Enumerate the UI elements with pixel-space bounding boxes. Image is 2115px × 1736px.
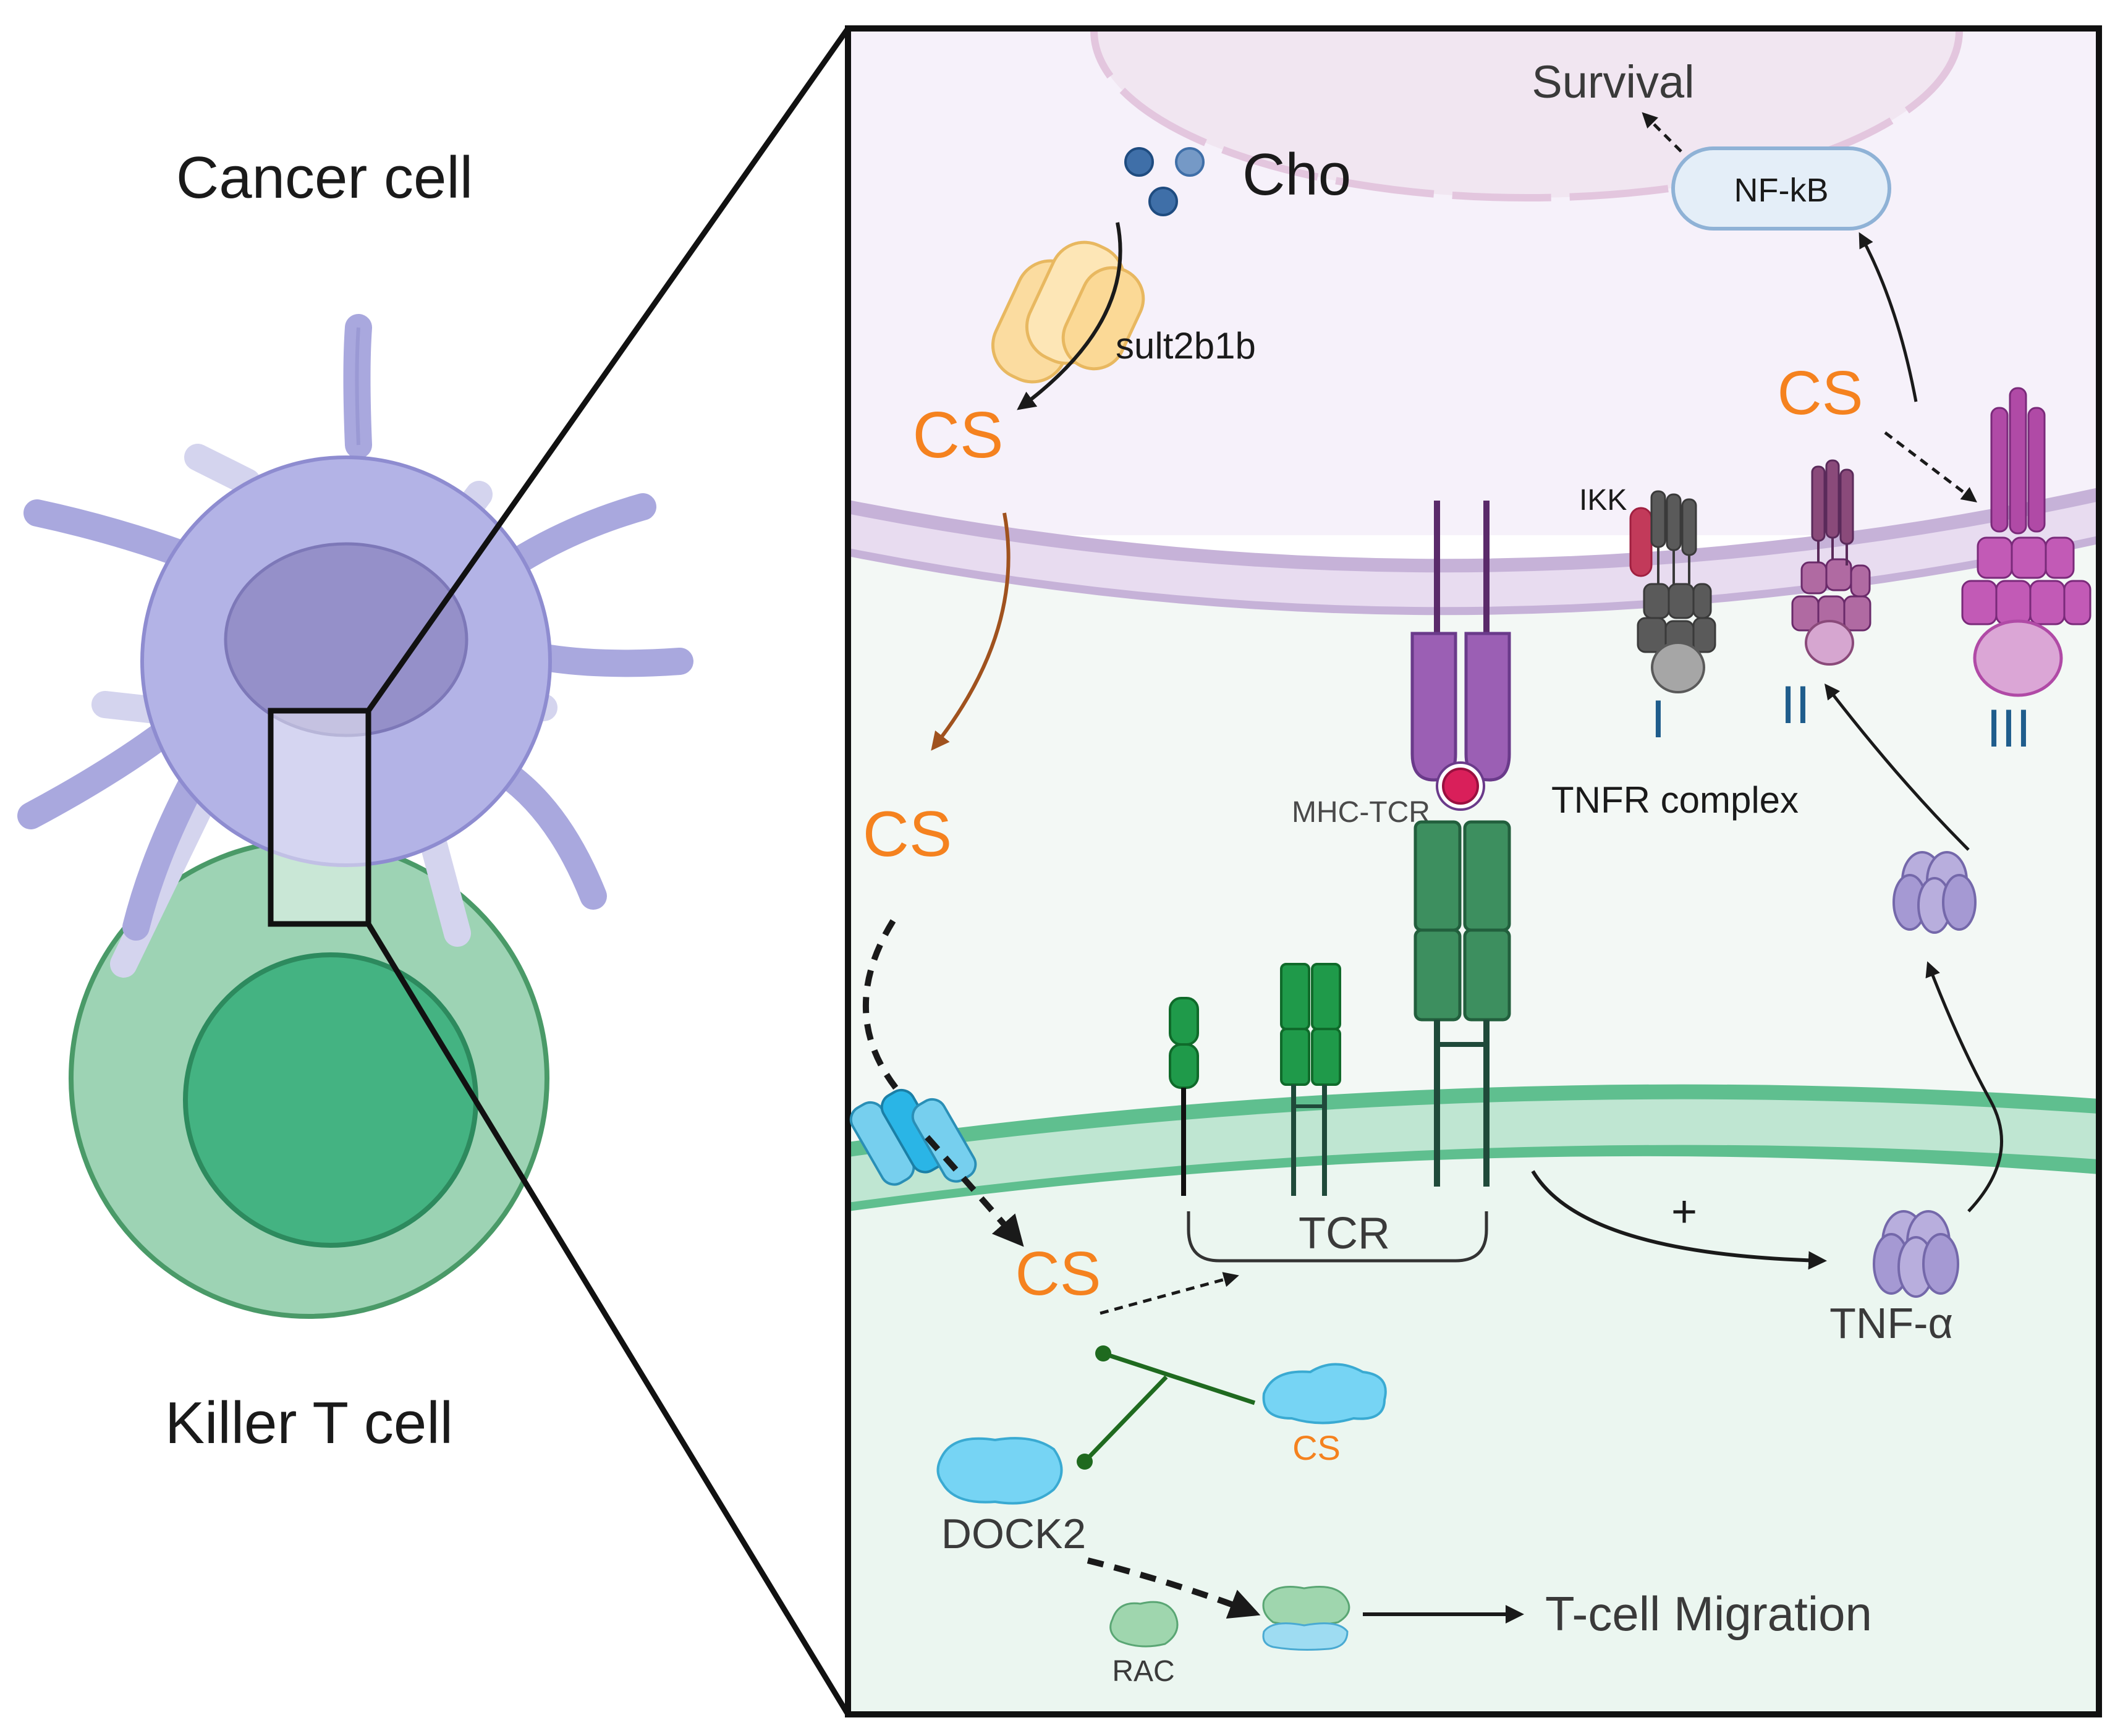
cs-label-gap: CS (863, 798, 952, 870)
survival-label: Survival (1532, 56, 1694, 108)
overview: Cancer cell (17, 27, 850, 1716)
roman-ii: II (1781, 675, 1810, 735)
rac-label: RAC (1112, 1655, 1174, 1688)
cholesterol-molecules (1124, 147, 1205, 216)
dock2-rac-complex (1262, 1586, 1350, 1651)
tnfr-receptor-1 (1629, 490, 1716, 693)
tnf-alpha-label: TNF-α (1829, 1299, 1953, 1347)
sult2b1b-label: sult2b1b (1116, 325, 1256, 366)
tcr-label: TCR (1299, 1209, 1390, 1258)
mhc-molecule (1410, 501, 1511, 811)
tnf-alpha-trimer-soluble (1892, 851, 1977, 934)
rac-shape (1109, 1601, 1179, 1648)
dock2-label: DOCK2 (941, 1510, 1086, 1557)
ikk-label: IKK (1579, 484, 1627, 517)
killer-t-cell-label: Killer T cell (165, 1390, 453, 1456)
t-cell-migration-label: T-cell Migration (1545, 1586, 1872, 1641)
roman-iii: III (1986, 699, 2031, 758)
cs-label-tcell: CS (1015, 1239, 1101, 1308)
tnfr-receptor-3 (1961, 387, 2092, 697)
nfkb-label: NF-kB (1734, 172, 1829, 209)
roman-i: I (1651, 690, 1666, 749)
tnfr-complex-label: TNFR complex (1551, 779, 1799, 821)
cs-label-cloud: CS (1292, 1428, 1341, 1467)
dock2-shape (936, 1437, 1063, 1505)
cancer-cell (17, 314, 693, 978)
cs-label-upper-right: CS (1778, 358, 1863, 428)
nfkb-box: NF-kB (1671, 146, 1891, 231)
mhc-tcr-label: MHC-TCR (1292, 796, 1430, 829)
cd8-coreceptor (1280, 963, 1341, 1196)
cho-label: Cho (1242, 142, 1351, 208)
cancer-cell-label: Cancer cell (176, 145, 473, 211)
cs-cloud-shape (1262, 1363, 1387, 1425)
cs-label-cytoplasm: CS (912, 399, 1003, 472)
tnf-alpha-trimer (1873, 1210, 1959, 1298)
inhibition-lines (1083, 1351, 1256, 1463)
tcr-molecule (1414, 820, 1511, 1187)
tnfr-receptor-2 (1791, 459, 1871, 666)
zoom-box (268, 708, 371, 927)
plus-sign: + (1671, 1187, 1697, 1237)
cs-transporter (849, 1088, 977, 1186)
cd4-coreceptor (1169, 997, 1199, 1196)
tcr-bracket (1187, 1211, 1488, 1263)
